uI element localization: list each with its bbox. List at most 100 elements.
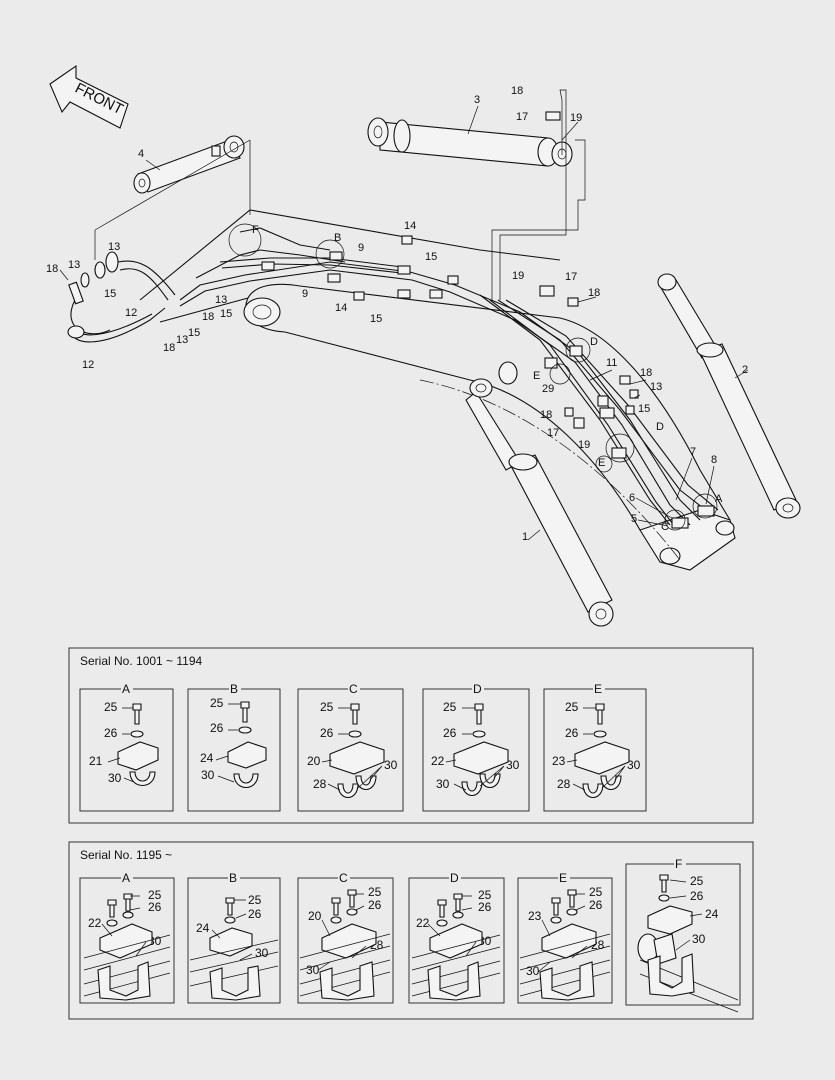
view-marker-b: B xyxy=(334,232,341,244)
callout-13e: 13 xyxy=(650,381,662,393)
callout-18g: 18 xyxy=(540,409,552,421)
callout-19b: 19 xyxy=(512,270,524,282)
callout-7: 7 xyxy=(690,446,696,458)
callout-15c: 15 xyxy=(220,308,232,320)
detail-c-2-bolt: 25 xyxy=(368,885,382,899)
detail-a-2: A 25 26 22 30 xyxy=(79,871,175,1004)
callout-8: 8 xyxy=(711,454,717,466)
detail-c-2-clamp: 20 xyxy=(308,909,322,923)
callout-18e: 18 xyxy=(588,287,600,299)
detail-a-1-clamp: 21 xyxy=(89,754,103,768)
detail-e-1: E 25 26 23 28 30 xyxy=(543,682,647,812)
hose-12 xyxy=(67,251,176,343)
detail-b-2-letter: B xyxy=(229,871,237,885)
view-marker-d2: D xyxy=(656,421,664,433)
detail-b-2-washer: 26 xyxy=(248,907,262,921)
detail-b-1-clamp: 24 xyxy=(200,751,214,765)
cylinder-4 xyxy=(133,135,245,194)
detail-b-2-half: 30 xyxy=(255,946,269,960)
cylinder-3 xyxy=(367,117,573,167)
callout-18a: 18 xyxy=(511,85,523,97)
view-marker-e2: E xyxy=(598,457,605,469)
detail-d-2-clamp: 22 xyxy=(416,916,430,930)
callout-12a: 12 xyxy=(125,307,137,319)
detail-a-1-letter: A xyxy=(122,682,130,696)
detail-c-1: C 25 26 20 28 30 xyxy=(297,682,404,812)
detail-f-2-half: 30 xyxy=(692,932,706,946)
detail-b-1-half: 30 xyxy=(201,768,215,782)
detail-a-1: A 25 26 21 30 xyxy=(79,682,174,812)
detail-a-2-washer: 26 xyxy=(148,900,162,914)
detail-e-1-clamp: 23 xyxy=(552,754,566,768)
callout-12b: 12 xyxy=(82,359,94,371)
detail-d-1-half-b: 30 xyxy=(506,758,520,772)
detail-c-2-half-b: 30 xyxy=(306,963,320,977)
callout-6: 6 xyxy=(629,492,635,504)
detail-c-1-half-a: 28 xyxy=(313,777,327,791)
detail-e-2-letter: E xyxy=(559,871,567,885)
detail-e-2: E 25 26 23 28 30 xyxy=(517,871,613,1004)
detail-a-2-bolt: 25 xyxy=(148,888,162,902)
detail-e-1-half-a: 28 xyxy=(557,777,571,791)
detail-f-2-clamp: 24 xyxy=(705,907,719,921)
detail-e-2-washer: 26 xyxy=(589,898,603,912)
callout-9a: 9 xyxy=(358,242,364,254)
detail-c-1-washer: 26 xyxy=(320,726,334,740)
detail-a-1-bolt: 25 xyxy=(104,700,118,714)
callout-13b: 13 xyxy=(68,259,80,271)
cylinder-2 xyxy=(657,273,801,519)
detail-e-2-half-b: 30 xyxy=(526,964,540,978)
detail-d-1-bolt: 25 xyxy=(443,700,457,714)
callout-17b: 17 xyxy=(565,271,577,283)
view-marker-f: F xyxy=(252,224,259,236)
detail-c-1-letter: C xyxy=(349,682,358,696)
detail-e-2-bolt: 25 xyxy=(589,885,603,899)
detail-a-1-half: 30 xyxy=(108,771,122,785)
cylinder-1 xyxy=(465,361,614,627)
detail-e-1-bolt: 25 xyxy=(565,700,579,714)
serial-panel-2-title: Serial No. 1195 ~ xyxy=(80,848,172,862)
callout-labels: 1 2 3 4 5 6 7 8 9 9 11 12 12 13 13 13 13… xyxy=(46,85,749,543)
detail-d-2-bolt: 25 xyxy=(478,888,492,902)
detail-f-2-bolt: 25 xyxy=(690,874,704,888)
callout-15a: 15 xyxy=(104,288,116,300)
detail-f-2-letter: F xyxy=(675,857,682,871)
detail-e-1-letter: E xyxy=(594,682,602,696)
boom-body xyxy=(139,209,736,571)
callout-9b: 9 xyxy=(302,288,308,300)
detail-b-1-letter: B xyxy=(230,682,238,696)
callout-15d: 15 xyxy=(425,251,437,263)
serial-panel-1-title: Serial No. 1001 ~ 1194 xyxy=(80,654,203,668)
detail-a-2-letter: A xyxy=(122,871,130,885)
detail-c-1-clamp: 20 xyxy=(307,754,321,768)
callout-15b: 15 xyxy=(188,327,200,339)
callout-19c: 19 xyxy=(578,439,590,451)
view-marker-a: A xyxy=(715,493,723,505)
view-marker-d1: D xyxy=(590,336,598,348)
detail-e-1-washer: 26 xyxy=(565,726,579,740)
view-marker-e1: E xyxy=(533,370,540,382)
callout-13d: 13 xyxy=(176,334,188,346)
detail-a-1-washer: 26 xyxy=(104,726,118,740)
callout-13c: 13 xyxy=(215,294,227,306)
callout-17a: 17 xyxy=(516,111,528,123)
detail-b-2-clamp: 24 xyxy=(196,921,210,935)
callout-13a: 13 xyxy=(108,241,120,253)
callout-2: 2 xyxy=(742,364,748,376)
detail-d-2-washer: 26 xyxy=(478,900,492,914)
detail-d-1-clamp: 22 xyxy=(431,754,445,768)
callout-15f: 15 xyxy=(638,403,650,415)
callout-3: 3 xyxy=(474,94,480,106)
detail-d-1-half-a: 30 xyxy=(436,777,450,791)
callout-4: 4 xyxy=(138,148,144,160)
detail-b-1-bolt: 25 xyxy=(210,696,224,710)
callout-1: 1 xyxy=(522,531,528,543)
callout-18f: 18 xyxy=(640,367,652,379)
detail-e-2-clamp: 23 xyxy=(528,909,542,923)
callout-11: 11 xyxy=(606,357,617,369)
callout-14a: 14 xyxy=(404,220,416,232)
detail-c-2-letter: C xyxy=(339,871,348,885)
detail-d-1-washer: 26 xyxy=(443,726,457,740)
